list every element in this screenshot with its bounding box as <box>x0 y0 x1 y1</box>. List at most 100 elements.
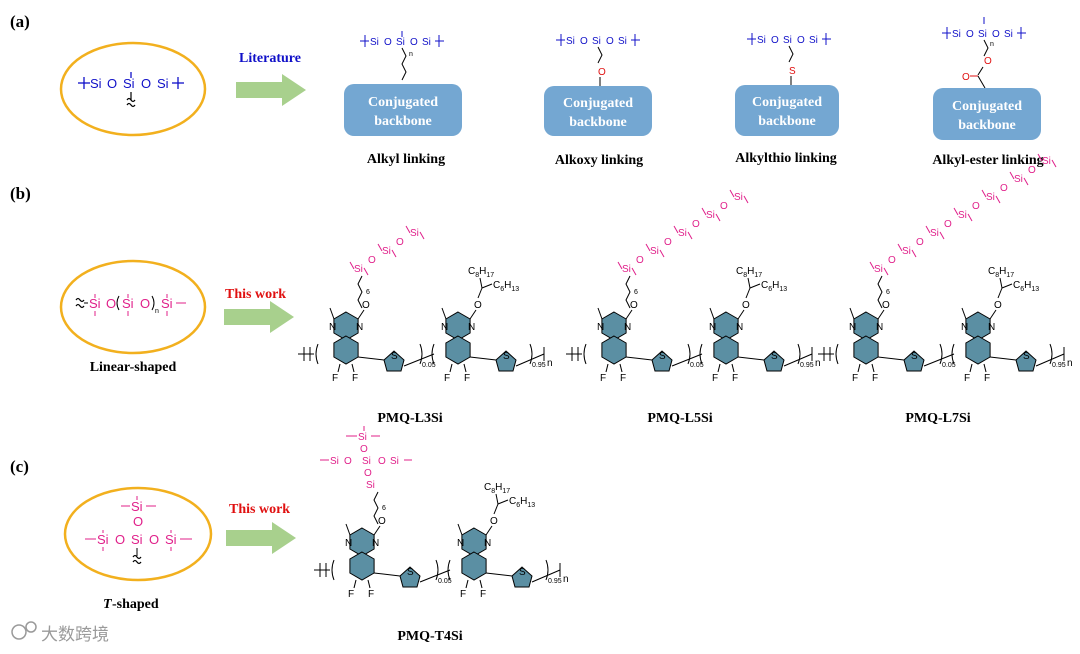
o-atom: O <box>362 300 370 311</box>
subscript: 17 <box>1006 272 1014 279</box>
o-atom: O <box>133 514 143 529</box>
thiophene-ring <box>903 350 925 372</box>
benzene-ring <box>461 551 487 581</box>
bracket <box>1049 343 1053 365</box>
repeat-n: n <box>409 51 413 58</box>
o-atom: O <box>140 296 150 311</box>
o-atom: O <box>1028 165 1036 176</box>
bond <box>617 261 623 270</box>
o-atom: O <box>972 201 980 212</box>
bond <box>747 277 751 289</box>
bracket <box>797 343 801 365</box>
o-atom: O <box>384 37 392 48</box>
bond <box>645 243 651 252</box>
si-atom: Si <box>706 210 715 221</box>
si-atom: Si <box>161 296 173 311</box>
bond <box>349 261 355 270</box>
f-atom: F <box>368 589 374 600</box>
bond <box>403 353 435 367</box>
alkyl-spacer <box>625 275 631 309</box>
thiophene-ring <box>495 350 517 372</box>
bond <box>481 283 493 289</box>
o-atom: O <box>664 237 672 248</box>
bond <box>783 353 813 367</box>
fraction-label: 0.95 <box>1052 362 1066 369</box>
benzene-ring <box>713 335 739 365</box>
si-atom: Si <box>90 76 102 91</box>
bracket <box>419 343 423 365</box>
o-atom: O <box>364 468 372 479</box>
bond <box>737 309 745 320</box>
f-atom: F <box>984 373 990 384</box>
s-atom-red: S <box>789 66 796 77</box>
o-atom: O <box>692 219 700 230</box>
s-atom: S <box>771 351 778 362</box>
si-atom: Si <box>330 456 339 467</box>
watermark-logo-icon <box>11 624 27 640</box>
si-atom: Si <box>165 532 177 547</box>
n-atom: N <box>709 322 716 333</box>
o-atom: O <box>742 300 750 311</box>
bond <box>405 225 411 234</box>
o-atom: O <box>720 201 728 212</box>
bond <box>923 353 955 367</box>
bracket <box>835 343 839 365</box>
bracket <box>939 343 943 365</box>
bond <box>531 569 561 583</box>
f-atom: F <box>732 373 738 384</box>
h-atom: H <box>1024 280 1031 291</box>
s-atom: S <box>519 567 526 578</box>
o-atom: O <box>474 300 482 311</box>
panel-b: Si O Si O Si n Linear-shaped This work N… <box>59 153 1073 426</box>
panel-label-c: (c) <box>10 457 29 476</box>
o-atom: O <box>106 296 116 311</box>
linking-label: Alkyl linking <box>367 152 445 167</box>
c6h13-label: C6H13 <box>1013 280 1039 293</box>
f-atom: F <box>332 373 338 384</box>
o-atom: O <box>490 516 498 527</box>
bracket <box>331 559 335 581</box>
si-atom: Si <box>366 480 375 491</box>
bond <box>673 225 679 234</box>
literature-arrow <box>236 74 306 106</box>
polymer-name-l3si: PMQ-L3Si <box>377 411 442 426</box>
bond <box>345 523 351 536</box>
fraction-label: 0.05 <box>942 362 956 369</box>
h-atom: H <box>479 266 486 277</box>
repeat-n: n <box>155 308 159 315</box>
n-atom: N <box>849 322 856 333</box>
bracket <box>583 343 587 365</box>
repeat-n: n <box>815 358 821 369</box>
o-atom: O <box>580 36 588 47</box>
bond <box>497 499 509 505</box>
subscript: 17 <box>486 272 494 279</box>
f-atom: F <box>480 589 486 600</box>
si-atom: Si <box>390 456 399 467</box>
n-atom: N <box>736 322 743 333</box>
si-atom: Si <box>809 35 818 46</box>
h-atom: H <box>747 266 754 277</box>
o-atom: O <box>141 76 151 91</box>
n-atom: N <box>988 322 995 333</box>
fraction-label: 0.05 <box>690 362 704 369</box>
n-atom: N <box>961 322 968 333</box>
subscript: 8 <box>995 272 999 279</box>
bond <box>329 307 335 320</box>
siloxane-trisiloxane-a: Si O Si O Si <box>78 72 184 108</box>
o-atom: O <box>882 300 890 311</box>
subscript: 13 <box>511 286 519 293</box>
o-atom: O <box>797 35 805 46</box>
fraction-label: 0.95 <box>532 362 546 369</box>
box-line-2: backbone <box>569 115 627 130</box>
c6h13-label: C6H13 <box>493 280 519 293</box>
bond <box>849 307 855 320</box>
si-atom: Si <box>622 264 631 275</box>
watermark-logo-icon <box>25 621 37 633</box>
conjugated-backbone-box <box>735 85 839 136</box>
literature-alkylthio: Si O Si O Si S Conjugated backbone Alkyl… <box>735 33 839 166</box>
bond <box>997 287 1003 299</box>
